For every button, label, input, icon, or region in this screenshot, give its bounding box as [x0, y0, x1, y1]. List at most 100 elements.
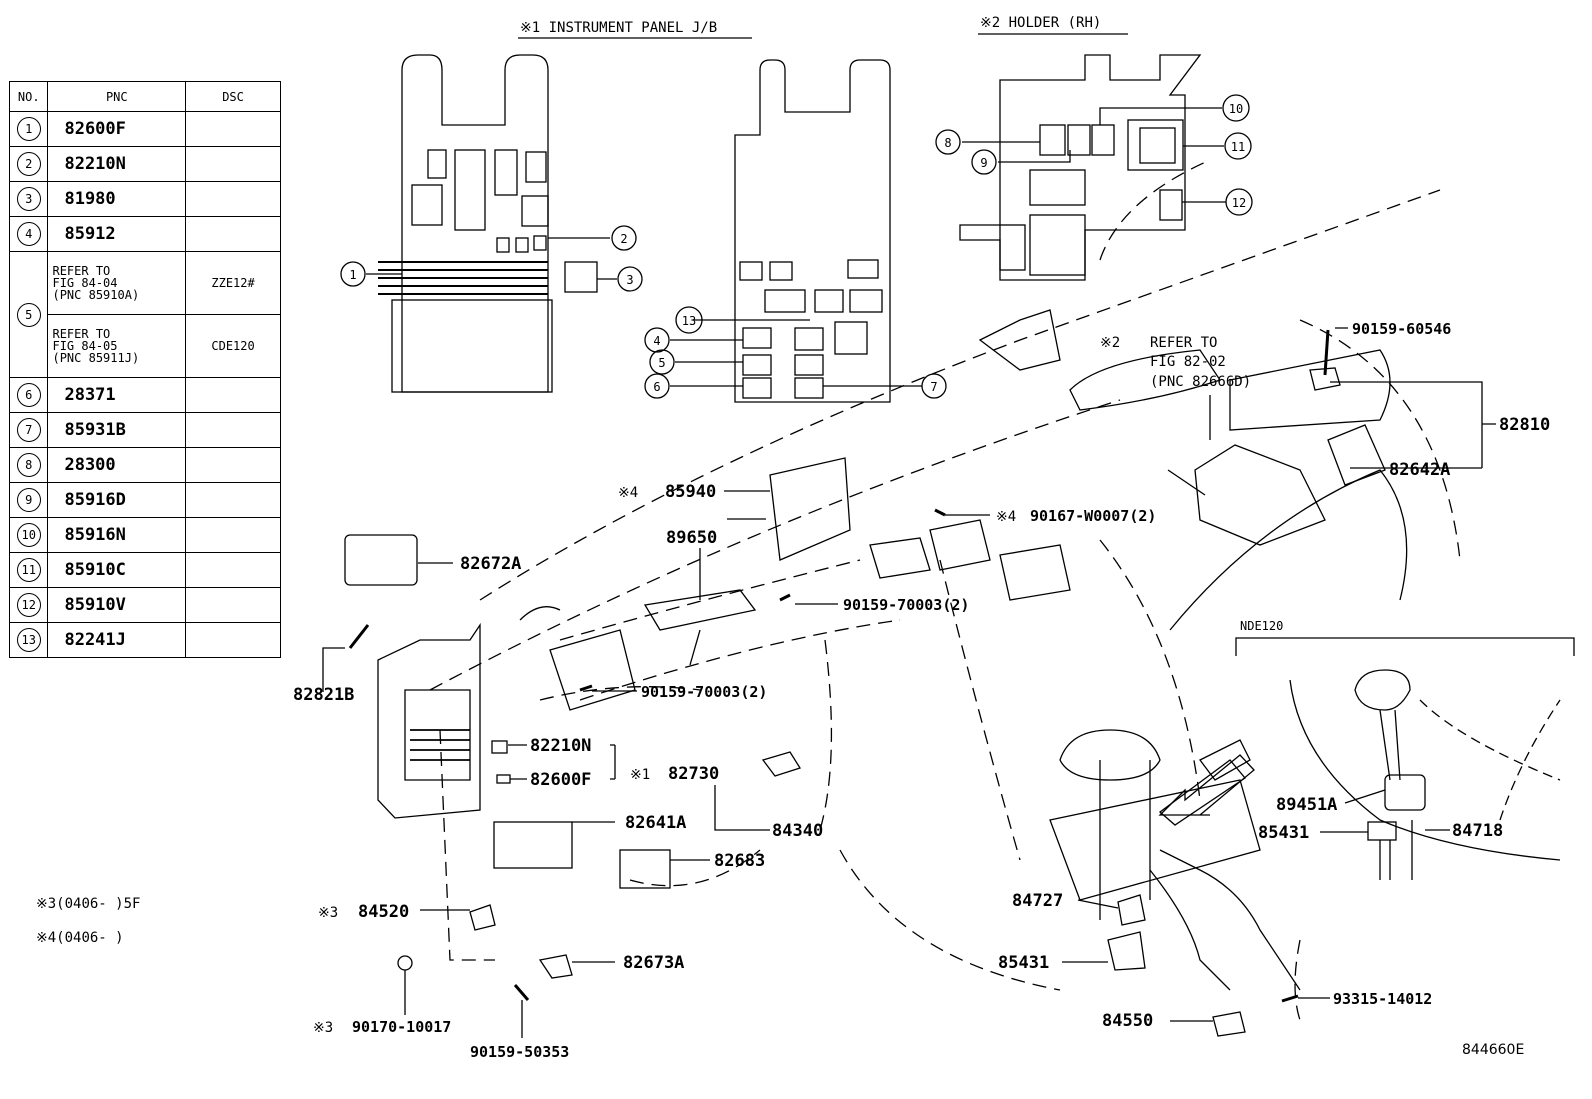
clip-90170-icon	[397, 955, 413, 971]
row-number: 1	[16, 117, 41, 141]
holder-rh-inset: ※2 HOLDER (RH)	[959, 15, 1226, 281]
shift-lock-unit-icon	[1384, 774, 1426, 811]
row-number: 13	[16, 628, 41, 652]
label-85940: 85940	[665, 482, 716, 502]
callout-number: 1	[349, 268, 356, 282]
label-82672A: 82672A	[460, 554, 521, 574]
row-number: 6	[16, 383, 41, 407]
row-dsc	[185, 181, 281, 217]
footnote-3: ※3(0406- )5F	[36, 896, 140, 912]
refer-note-line3: (PNC 82666D)	[1150, 374, 1251, 390]
label-82810: 82810	[1499, 415, 1550, 435]
label-89650: 89650	[666, 528, 717, 548]
label-84520: 84520	[358, 902, 409, 922]
callout-number: 13	[682, 314, 696, 328]
label-82683-icon	[619, 849, 671, 889]
row-dsc: ZZE12#	[185, 251, 281, 315]
row-dsc	[185, 146, 281, 182]
solenoid-icon	[1367, 821, 1397, 841]
callout-number: 3	[626, 273, 633, 287]
dashboard-outline	[429, 159, 1461, 1021]
row-reference-a: REFER TO FIG 84-04 (PNC 85910A)	[47, 251, 187, 315]
row-number: 5	[16, 302, 41, 327]
row-pnc: 85912	[47, 216, 187, 252]
screw-93315-icon	[1281, 994, 1299, 1003]
ref-line: (PNC 85910A)	[52, 288, 140, 302]
relay-block-82641A-icon	[493, 821, 573, 869]
row-dsc	[185, 552, 281, 588]
bracket-82673A-icon	[538, 954, 573, 979]
bolt-90159-70003b-icon	[579, 684, 593, 692]
row-dsc	[185, 587, 281, 623]
callout-number: 8	[944, 136, 951, 150]
row-dsc	[185, 111, 281, 147]
label-90159-50353: 90159-50353	[470, 1043, 569, 1061]
row-dsc	[185, 216, 281, 252]
header-no: NO.	[8, 81, 49, 112]
label-90170-10017: 90170-10017	[352, 1018, 451, 1036]
label-90159-60546: 90159-60546	[1352, 320, 1451, 338]
row-number: 7	[16, 418, 41, 442]
row-pnc: 81980	[47, 181, 187, 217]
mark-4b: ※4	[996, 509, 1016, 525]
callout-number: 11	[1231, 140, 1245, 154]
instrument-panel-jb-inset: ※1 INSTRUMENT PANEL J/B	[366, 20, 922, 403]
row-dsc: CDE120	[185, 314, 281, 378]
label-84727: 84727	[1012, 891, 1063, 911]
callout-circle	[1222, 94, 1250, 122]
row-pnc: 82241J	[47, 622, 187, 658]
row-number: 10	[16, 523, 41, 547]
callout-circle	[611, 225, 637, 251]
label-84340: 84340	[772, 821, 823, 841]
module-89650-icon	[643, 589, 757, 631]
row-dsc	[185, 622, 281, 658]
label-85431: 85431	[998, 953, 1049, 973]
ref-line: (PNC 85911J)	[52, 351, 140, 365]
switch-84340-icon	[761, 751, 801, 777]
label-82821B: 82821B	[293, 685, 354, 705]
switch-84520-icon	[469, 904, 496, 931]
callout-circle	[340, 261, 366, 287]
row-dsc	[185, 412, 281, 448]
jb-front-outline	[401, 54, 549, 393]
callout-circle	[1225, 188, 1253, 216]
mark-4a: ※4	[618, 485, 638, 501]
row-pnc: 85931B	[47, 412, 187, 448]
row-number: 8	[16, 453, 41, 477]
junction-block-icon	[377, 622, 481, 819]
holder-title: ※2 HOLDER (RH)	[980, 15, 1101, 31]
label-82730: 82730	[668, 764, 719, 784]
table-row: REFER TO FIG 84-05 (PNC 85911J) CDE120	[10, 314, 281, 378]
ref-line: FIG 84-04	[52, 276, 118, 290]
relay-82642A-icon	[1327, 424, 1386, 486]
callout-circle	[921, 373, 947, 399]
label-90167-W0007: 90167-W0007(2)	[1030, 507, 1156, 525]
bolt-90167-icon	[934, 508, 946, 517]
label-84718: 84718	[1452, 821, 1503, 841]
callout-number: 12	[1232, 196, 1246, 210]
label-82673A: 82673A	[623, 953, 684, 973]
refer-note-mark: ※2	[1100, 335, 1120, 351]
switch-84550-icon	[1212, 1011, 1246, 1037]
row-number: 11	[16, 558, 41, 582]
label-89451A: 89451A	[1276, 795, 1337, 815]
label-84550: 84550	[1102, 1011, 1153, 1031]
bolt-90159-70003-icon	[779, 593, 791, 602]
figure-code: 844660E	[1462, 1042, 1524, 1058]
callout-number: 4	[653, 334, 660, 348]
refer-note-line2: FIG 82-02	[1150, 354, 1226, 370]
row-pnc: 85910C	[47, 552, 187, 588]
holder-82666D-icon	[1194, 444, 1326, 546]
header-pnc: PNC	[47, 81, 187, 112]
direction-arrow-icon	[1158, 754, 1255, 816]
callout-number: 10	[1229, 102, 1243, 116]
row-pnc: 28300	[47, 447, 187, 483]
part-labels: ※2 REFER TO FIG 82-02 (PNC 82666D) 90159…	[36, 320, 1550, 1061]
